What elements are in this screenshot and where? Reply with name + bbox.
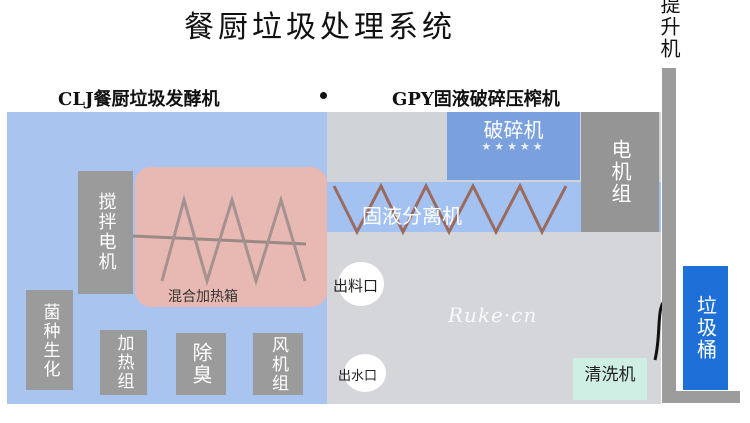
watermark: Ruke·cn [448, 303, 538, 327]
crusher-stars: ★★★★★ [481, 140, 546, 153]
fan-box [253, 333, 303, 395]
bacteria-label: 菌种生化 [39, 303, 60, 379]
deodorizer-label: 除臭 [189, 342, 213, 386]
garbage-bin-label: 垃圾桶 [693, 294, 718, 361]
material-outlet-label: 出料口 [333, 277, 379, 295]
heater-label: 加热组 [113, 334, 134, 391]
lift-label: 提升机 [657, 0, 681, 60]
crusher-box [447, 112, 580, 180]
separator-screw-zigzag [332, 182, 568, 236]
separator-dot [320, 92, 327, 99]
crusher-label: 破碎机 [483, 118, 544, 142]
motor-group-box [581, 112, 659, 232]
motor-group-label: 电机组 [608, 139, 632, 205]
washer-label: 清洗机 [584, 365, 636, 385]
material-outlet-circle [338, 262, 384, 306]
left-system-label: CLJ餐厨垃圾发酵机 [58, 89, 220, 110]
water-outlet-label: 出水口 [338, 369, 378, 384]
right-system-label: GPY固液破碎压榨机 [392, 89, 560, 110]
mixing-tank-label: 混合加热箱 [168, 289, 238, 305]
washer-box [573, 358, 647, 400]
lift-base [662, 391, 740, 403]
fan-label: 风机组 [268, 335, 288, 393]
deodorizer-box [176, 333, 226, 395]
heater-box [100, 330, 147, 395]
diagram-title: 餐厨垃圾处理系统 [184, 10, 456, 45]
lift-pole [662, 68, 676, 403]
water-outlet-circle [344, 354, 386, 392]
bacteria-box [26, 290, 73, 390]
stirrer-motor-box [78, 171, 133, 294]
separator-label: 固液分离机 [362, 204, 462, 228]
garbage-bin [683, 266, 728, 390]
stirrer-motor-label: 搅拌电机 [95, 192, 117, 272]
stirrer-zigzag [160, 194, 307, 287]
